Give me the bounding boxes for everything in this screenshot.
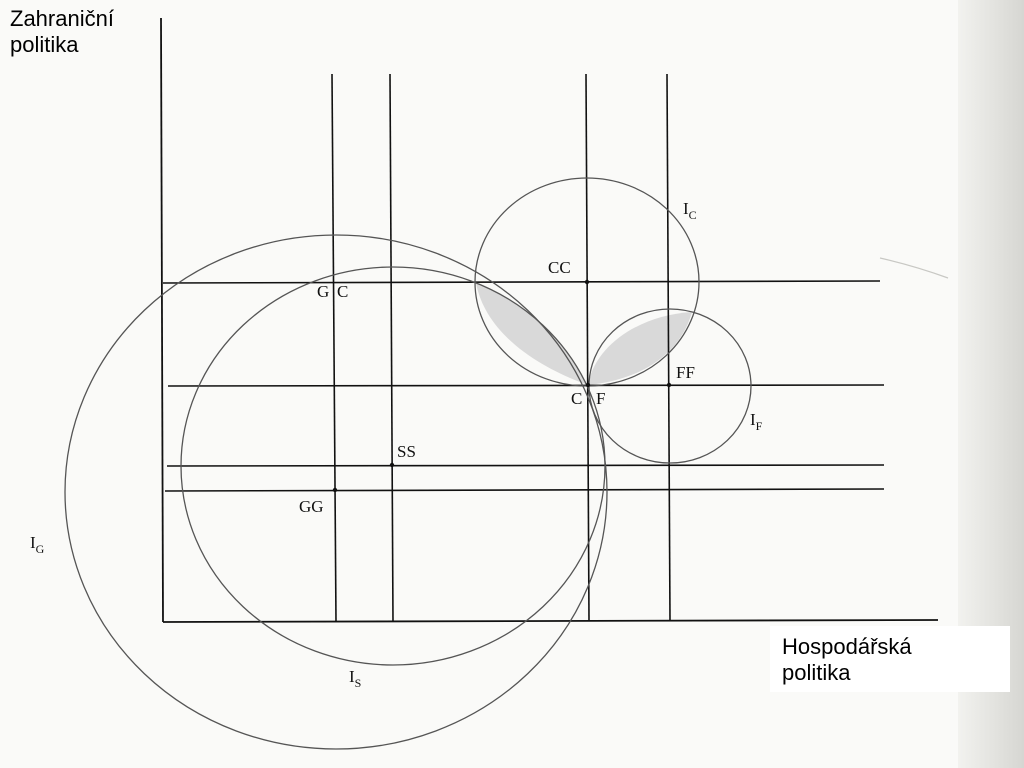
vertical-line-f (666, 73, 671, 621)
ideal-point-gg-dot (332, 487, 338, 493)
x-axis (162, 619, 939, 623)
vertical-line-g (331, 73, 337, 623)
label-f: F (596, 389, 605, 408)
y-axis (160, 17, 164, 623)
win-set-right-lens (588, 312, 692, 385)
label-g: G (317, 282, 329, 301)
y-axis-label-line1: Zahraniční (10, 6, 114, 31)
x-axis-label-line2: politika (782, 660, 851, 685)
label-gg: GG (299, 497, 324, 516)
label-ss: SS (397, 442, 416, 461)
label-indifference-c: IC (683, 199, 697, 222)
vertical-line-c (585, 73, 590, 621)
horizontal-line-s (166, 464, 885, 467)
indifference-circle-s (180, 266, 606, 666)
ideal-point-cc-dot (584, 279, 590, 285)
ideal-point-ss-dot (389, 462, 395, 468)
ideal-point-ff-dot (666, 382, 672, 388)
label-indifference-g: IG (30, 533, 45, 556)
label-cc: CC (548, 258, 571, 277)
horizontal-line-c (162, 280, 881, 284)
scan-artifact-stroke (879, 257, 949, 279)
label-indifference-s: IS (349, 667, 361, 690)
label-indifference-f: IF (750, 410, 763, 433)
y-axis-label-line2: politika (10, 32, 79, 57)
vertical-line-s (389, 73, 394, 623)
label-c-lower: C (571, 389, 582, 408)
indifference-circle-g (64, 234, 608, 750)
horizontal-line-g (164, 488, 885, 492)
x-axis-label-line1: Hospodářská (782, 634, 912, 659)
horizontal-line-f (167, 384, 885, 387)
y-axis-label: Zahraniční politika (10, 6, 114, 58)
label-ff: FF (676, 363, 695, 382)
win-set-left-lens (476, 283, 588, 385)
intersection-cf-dot (585, 382, 591, 388)
x-axis-label: Hospodářská politika (770, 626, 1010, 692)
label-c-upper: C (337, 282, 348, 301)
